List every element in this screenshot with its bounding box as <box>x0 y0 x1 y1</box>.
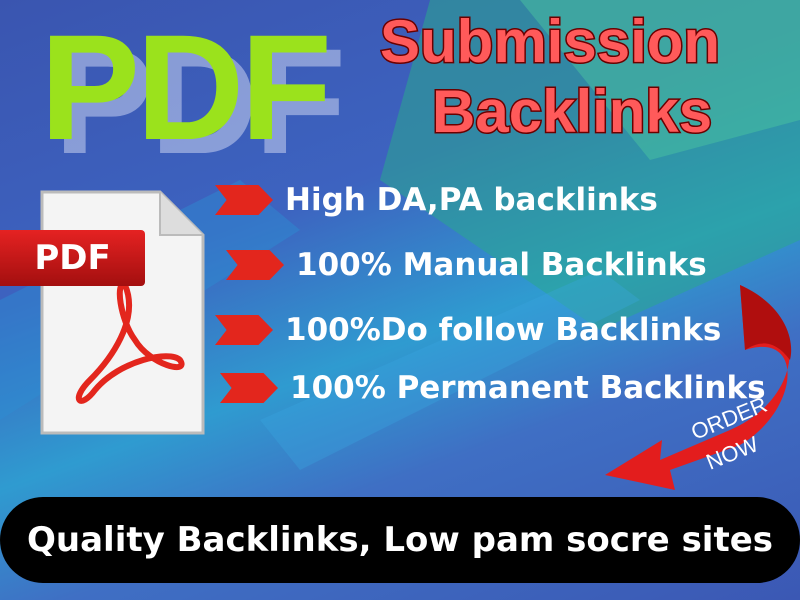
bullet-text: 100% Permanent Backlinks <box>290 370 766 406</box>
footer-text: Quality Backlinks, Low pam socre sites <box>26 520 774 560</box>
arrow-icon <box>215 315 273 345</box>
pdf-label: PDF <box>0 230 145 286</box>
arrow-icon <box>226 250 284 280</box>
subtitle-submission: Submission <box>378 8 721 75</box>
bullet-text: 100% Manual Backlinks <box>296 247 707 283</box>
arrow-icon <box>215 185 273 215</box>
bullet-item: 100% Manual Backlinks <box>226 247 707 283</box>
bullet-item: High DA,PA backlinks <box>215 182 658 218</box>
pdf-title: PDF <box>40 3 332 171</box>
bullet-text: 100%Do follow Backlinks <box>285 312 722 348</box>
footer-banner: Quality Backlinks, Low pam socre sites <box>0 497 800 583</box>
arrow-icon <box>220 373 278 403</box>
order-now-ribbon[interactable]: ORDER NOW <box>600 280 800 490</box>
pdf-document-icon <box>40 190 205 435</box>
bullet-item: 100% Permanent Backlinks <box>220 370 766 406</box>
bullet-text: High DA,PA backlinks <box>285 182 658 218</box>
subtitle-backlinks: Backlinks <box>430 78 713 145</box>
bullet-item: 100%Do follow Backlinks <box>215 312 721 348</box>
